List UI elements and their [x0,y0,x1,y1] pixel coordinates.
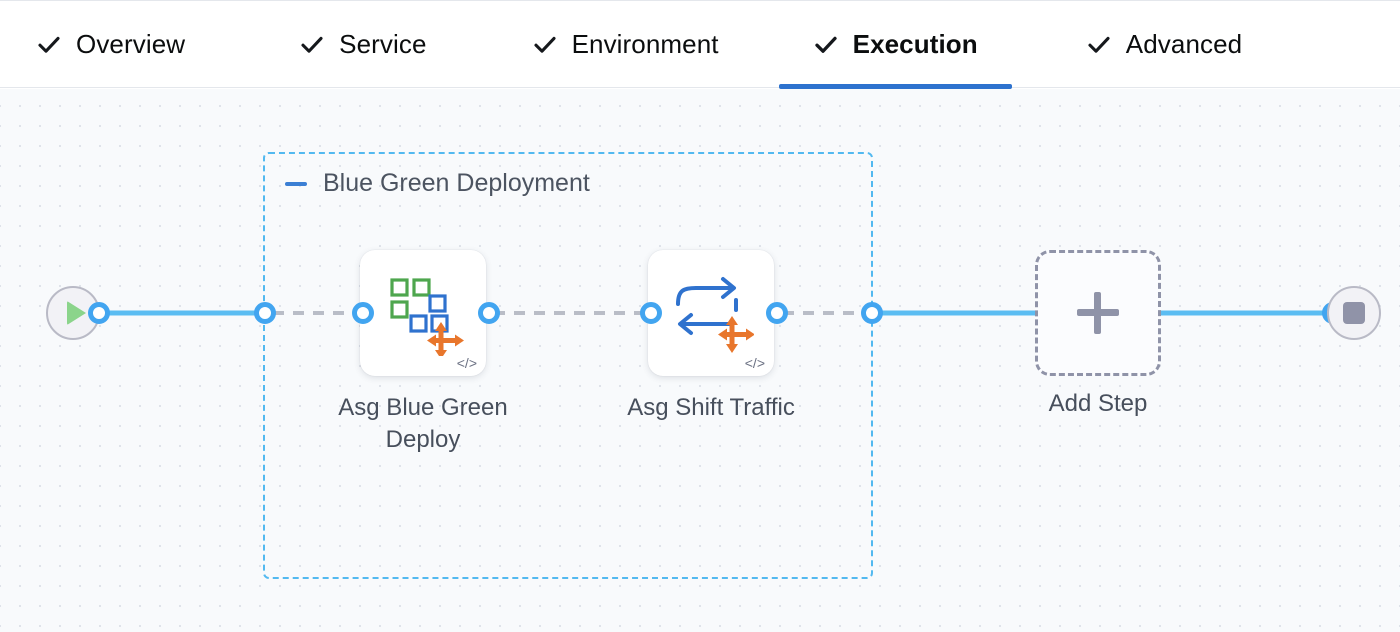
step-1-input-port[interactable] [352,302,374,324]
tab-overview[interactable]: Overview [36,1,185,88]
step-2-input-port[interactable] [640,302,662,324]
start-output-port[interactable] [88,302,110,324]
pipeline-end-node[interactable] [1327,286,1381,340]
tab-advanced[interactable]: Advanced [1086,1,1242,88]
tab-label: Environment [571,29,719,59]
step-2-output-port[interactable] [766,302,788,324]
add-step-button[interactable] [1035,250,1161,376]
group-exit-port[interactable] [861,302,883,324]
check-icon [813,32,839,58]
step-card[interactable]: </> [360,250,486,376]
step-label: Asg Shift Traffic [627,394,795,421]
step-1-output-port[interactable] [478,302,500,324]
check-icon [36,32,62,58]
step-label: Asg Blue Green Deploy [338,394,508,453]
code-badge: </> [456,355,477,371]
step-card[interactable]: </> [648,250,774,376]
step-node-asg-blue-green-deploy[interactable]: </> Asg Blue Green Deploy [338,250,508,453]
step-group-header[interactable]: Blue Green Deployment [285,169,590,198]
check-icon [1086,32,1112,58]
check-icon [299,32,325,58]
pipeline-canvas[interactable]: Blue Green Deployment [0,89,1400,632]
step-group-blue-green-deployment[interactable] [263,152,873,579]
add-step-node[interactable]: Add Step [1035,250,1161,417]
tab-label: Execution [852,29,978,59]
minus-icon[interactable] [285,181,307,186]
check-icon [532,32,558,58]
tab-label: Service [339,29,427,59]
wizard-tab-bar: Overview Service Environment Execution [0,0,1400,89]
stop-icon [1343,302,1365,324]
tab-environment[interactable]: Environment [532,1,719,88]
tab-execution[interactable]: Execution [778,1,1012,89]
plus-icon [1077,292,1119,334]
play-icon [66,301,86,325]
code-badge: </> [744,355,765,371]
group-entry-port[interactable] [254,302,276,324]
tab-underline [778,84,1012,89]
step-node-asg-shift-traffic[interactable]: </> Asg Shift Traffic [627,250,795,421]
asg-blue-green-deploy-icon [360,250,486,376]
asg-shift-traffic-icon [648,250,774,376]
step-group-title: Blue Green Deployment [323,169,590,197]
tab-service[interactable]: Service [299,1,426,88]
end-circle [1327,286,1381,340]
tab-label: Overview [76,29,186,59]
add-step-label: Add Step [1048,390,1148,417]
tab-label: Advanced [1125,29,1243,59]
